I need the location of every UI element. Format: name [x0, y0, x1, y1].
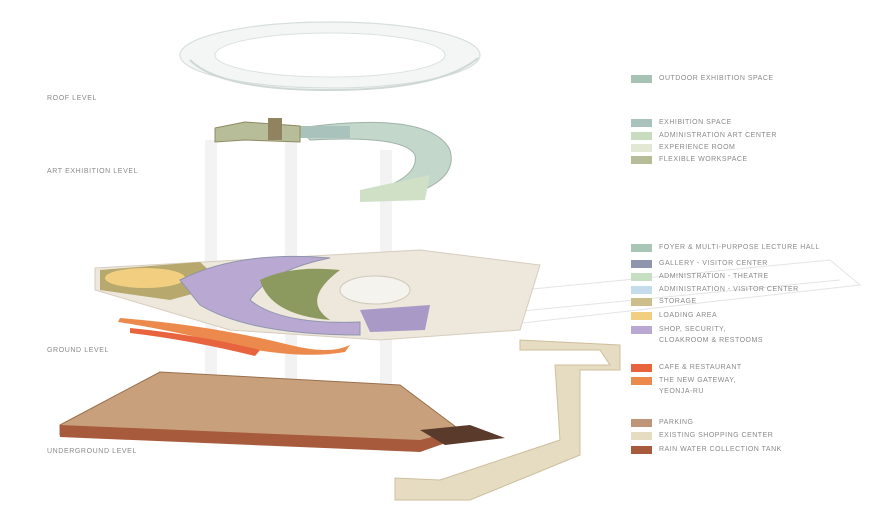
- legend-swatch: [631, 132, 652, 140]
- legend-label: ADMINISTRATION - VISITOR CENTER: [659, 286, 799, 293]
- legend-item: FOYER & MULTI-PURPOSE LECTURE HALL: [631, 244, 820, 253]
- legend-label: FOYER & MULTI-PURPOSE LECTURE HALL: [659, 244, 820, 251]
- legend-item: LOADING AREA: [631, 312, 717, 321]
- legend-swatch: [631, 273, 652, 281]
- legend-swatch: [631, 377, 652, 385]
- legend-item: FLEXIBLE WORKSPACE: [631, 156, 748, 165]
- legend-item: GALLERY - VISITOR CENTER: [631, 260, 768, 269]
- art-exhibition-level-label: ART EXHIBITION LEVEL: [47, 168, 139, 175]
- legend-item: EXPERIENCE ROOM: [631, 144, 735, 153]
- legend-swatch: [631, 312, 652, 320]
- existing-shopping-center: [394, 339, 621, 501]
- legend-item: EXISTING SHOPPING CENTER: [631, 432, 773, 441]
- legend-item: CAFE & RESTAURANT: [631, 364, 742, 373]
- legend-label: GALLERY - VISITOR CENTER: [659, 260, 768, 267]
- legend-item: ADMINISTRATION - THEATRE: [631, 273, 769, 282]
- legend-swatch: [631, 75, 652, 83]
- legend-item: RAIN WATER COLLECTION TANK: [631, 446, 782, 455]
- legend-item: THE NEW GATEWAY, YEONJA-RU: [631, 377, 736, 397]
- ground-level-label: GROUND LEVEL: [47, 347, 110, 354]
- legend-label: LOADING AREA: [659, 312, 718, 319]
- roof-level-label: ROOF LEVEL: [47, 95, 97, 102]
- legend-swatch: [631, 419, 652, 427]
- roof-level-ring: [179, 21, 481, 92]
- legend-item: OUTDOOR EXHIBITION SPACE: [631, 75, 774, 84]
- art-exhibition-level: [214, 118, 452, 202]
- legend-label: EXHIBITION SPACE: [659, 119, 732, 126]
- legend-swatch: [631, 326, 652, 334]
- legend-item: PARKING: [631, 419, 694, 428]
- legend-label: ADMINISTRATION ART CENTER: [659, 132, 777, 139]
- legend-label: CAFE & RESTAURANT: [659, 364, 742, 371]
- legend-item: ADMINISTRATION - VISITOR CENTER: [631, 286, 799, 295]
- legend-item: ADMINISTRATION ART CENTER: [631, 132, 777, 141]
- legend-item: SHOP, SECURITY, CLOAKROOM & RESTOOMS: [631, 326, 763, 346]
- legend-label: ADMINISTRATION - THEATRE: [659, 273, 769, 280]
- ground-level: [94, 249, 541, 356]
- legend-swatch: [631, 286, 652, 294]
- legend-label: FLEXIBLE WORKSPACE: [659, 156, 748, 163]
- legend-label: EXPERIENCE ROOM: [659, 144, 736, 151]
- legend-label: PARKING: [659, 419, 694, 426]
- legend-label: SHOP, SECURITY, CLOAKROOM & RESTOOMS: [659, 326, 763, 344]
- legend-swatch: [631, 298, 652, 306]
- legend-swatch: [631, 244, 652, 252]
- legend-swatch: [631, 446, 652, 454]
- legend-swatch: [631, 260, 652, 268]
- legend-swatch: [631, 156, 652, 164]
- underground-level-label: UNDERGROUND LEVEL: [47, 448, 137, 455]
- legend-label: RAIN WATER COLLECTION TANK: [659, 446, 782, 453]
- legend-swatch: [631, 119, 652, 127]
- legend-item: EXHIBITION SPACE: [631, 119, 732, 128]
- legend-label: STORAGE: [659, 298, 697, 305]
- underground-level: [59, 371, 505, 452]
- legend-label: EXISTING SHOPPING CENTER: [659, 432, 774, 439]
- legend-swatch: [631, 432, 652, 440]
- legend-item: STORAGE: [631, 298, 697, 307]
- legend-swatch: [631, 144, 652, 152]
- legend-label: OUTDOOR EXHIBITION SPACE: [659, 75, 774, 82]
- legend-label: THE NEW GATEWAY, YEONJA-RU: [659, 377, 736, 395]
- legend-swatch: [631, 364, 652, 372]
